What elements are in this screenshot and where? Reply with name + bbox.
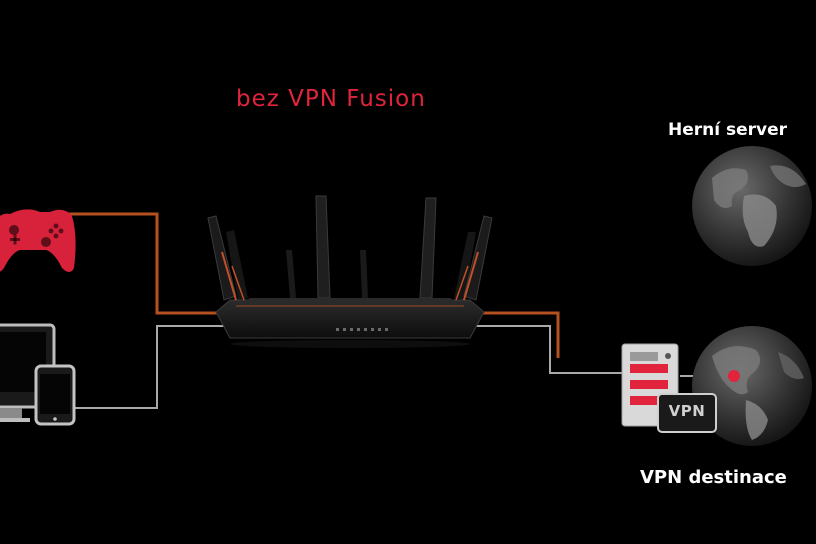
tablet-icon [34,364,76,426]
game-server-globe-icon [692,146,812,266]
gaming-connection-line [68,212,230,315]
normal-connection-line [74,325,230,409]
diagram-title: bez VPN Fusion [236,86,426,112]
gamepad-icon [0,209,76,272]
vpn-location-marker-icon [728,370,740,382]
normal-connection-line-right [470,325,622,374]
game-server-label: Herní server [668,120,788,140]
gaming-connection-line-right [470,311,560,358]
router-icon [207,195,493,348]
vpn-server-icon [621,343,717,433]
vpn-destination-label: VPN destinace [640,467,787,488]
vpn-destination-globe-icon [692,326,812,446]
vpn-badge-label: VPN [668,402,706,420]
